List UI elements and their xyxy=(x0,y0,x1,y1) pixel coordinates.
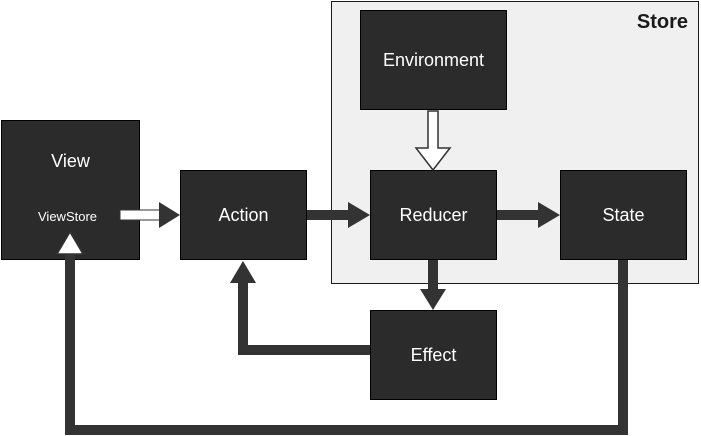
store-title: Store xyxy=(636,11,688,33)
effect-label: Effect xyxy=(410,344,457,365)
environment-label: Environment xyxy=(382,49,485,70)
reducer-to-state-arrow xyxy=(497,202,560,228)
action-node: Action xyxy=(180,170,307,260)
viewstore-label: ViewStore xyxy=(38,209,98,224)
state-node: State xyxy=(560,170,687,260)
effect-to-action-arrow xyxy=(230,261,370,355)
effect-node: Effect xyxy=(370,310,497,400)
environment-node: Environment xyxy=(360,10,507,110)
view-label: View xyxy=(51,151,90,171)
reducer-to-effect-arrow xyxy=(420,260,446,310)
viewstore-to-action-arrow xyxy=(119,202,180,228)
state-to-view-arrow xyxy=(55,230,628,435)
environment-to-reducer-arrow xyxy=(414,110,452,172)
action-label: Action xyxy=(218,204,269,225)
action-to-reducer-arrow xyxy=(307,202,370,228)
state-label: State xyxy=(602,204,645,225)
reducer-label: Reducer xyxy=(399,204,468,225)
